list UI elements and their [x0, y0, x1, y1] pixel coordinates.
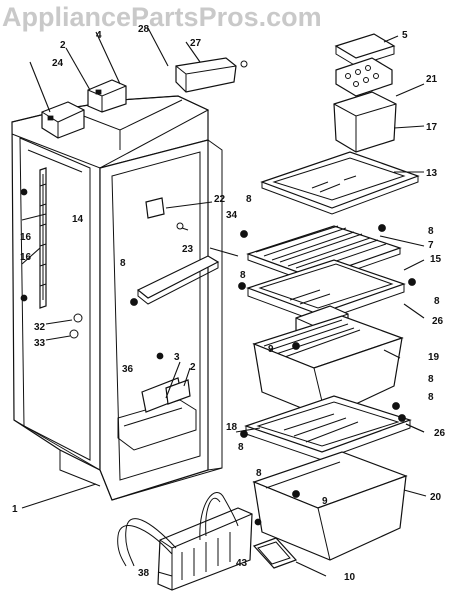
callout-8: 8 — [428, 392, 434, 403]
crisper-drawer — [252, 315, 404, 419]
callout-8: 8 — [246, 194, 252, 205]
callout-23: 23 — [182, 244, 194, 255]
callout-7: 7 — [428, 240, 434, 251]
callout-16: 16 — [20, 252, 32, 263]
leader-lines — [21, 27, 427, 577]
callout-26: 26 — [432, 316, 444, 327]
callout-8: 8 — [428, 226, 434, 237]
callout-5: 5 — [402, 30, 408, 41]
callout-43: 43 — [236, 558, 248, 569]
callout-36: 36 — [122, 364, 134, 375]
callout-13: 13 — [426, 168, 438, 179]
watermark: AppliancePartsPros.com — [2, 2, 322, 32]
cabinet-liner — [11, 95, 223, 501]
callout-8: 8 — [238, 442, 244, 453]
callout-34: 34 — [226, 210, 238, 221]
top-trim-bar — [175, 57, 248, 93]
callout-8: 8 — [434, 296, 440, 307]
callout-38: 38 — [138, 568, 150, 579]
callout-28: 28 — [138, 24, 150, 35]
callout-2: 2 — [190, 362, 196, 373]
callout-24: 24 — [52, 58, 64, 69]
callout-9: 9 — [322, 496, 328, 507]
callout-19: 19 — [428, 352, 440, 363]
shelf-screws — [238, 224, 416, 526]
callout-2: 2 — [60, 40, 66, 51]
callout-1: 1 — [12, 504, 18, 515]
callout-8: 8 — [256, 468, 262, 479]
shelf-ladder — [39, 167, 47, 309]
callout-18: 18 — [226, 422, 238, 433]
callout-9: 9 — [268, 344, 274, 355]
callouts: 1 2 2 3 4 5 7 8 8 8 8 8 8 8 8 8 9 9 10 1… — [12, 24, 446, 583]
callout-8: 8 — [120, 258, 126, 269]
glass-shelf — [260, 151, 420, 215]
callout-8: 8 — [428, 374, 434, 385]
door-bin — [117, 492, 253, 591]
wire-shelf-frame — [246, 259, 406, 323]
callout-22: 22 — [214, 194, 226, 205]
callout-4: 4 — [96, 30, 102, 41]
callout-14: 14 — [72, 214, 84, 225]
control-housing — [41, 79, 127, 139]
callout-20: 20 — [430, 492, 442, 503]
callout-17: 17 — [426, 122, 438, 133]
callout-8: 8 — [240, 270, 246, 281]
lower-glass-shelf — [244, 395, 412, 461]
callout-3: 3 — [174, 352, 180, 363]
dairy-compartment — [333, 33, 397, 153]
callout-26: 26 — [434, 428, 446, 439]
callout-10: 10 — [344, 572, 356, 583]
callout-32: 32 — [34, 322, 46, 333]
drip-tray — [252, 537, 298, 569]
callout-33: 33 — [34, 338, 46, 349]
callout-21: 21 — [426, 74, 438, 85]
callout-27: 27 — [190, 38, 202, 49]
callout-15: 15 — [430, 254, 442, 265]
callout-16: 16 — [20, 232, 32, 243]
lower-crisper-drawer — [252, 451, 408, 561]
